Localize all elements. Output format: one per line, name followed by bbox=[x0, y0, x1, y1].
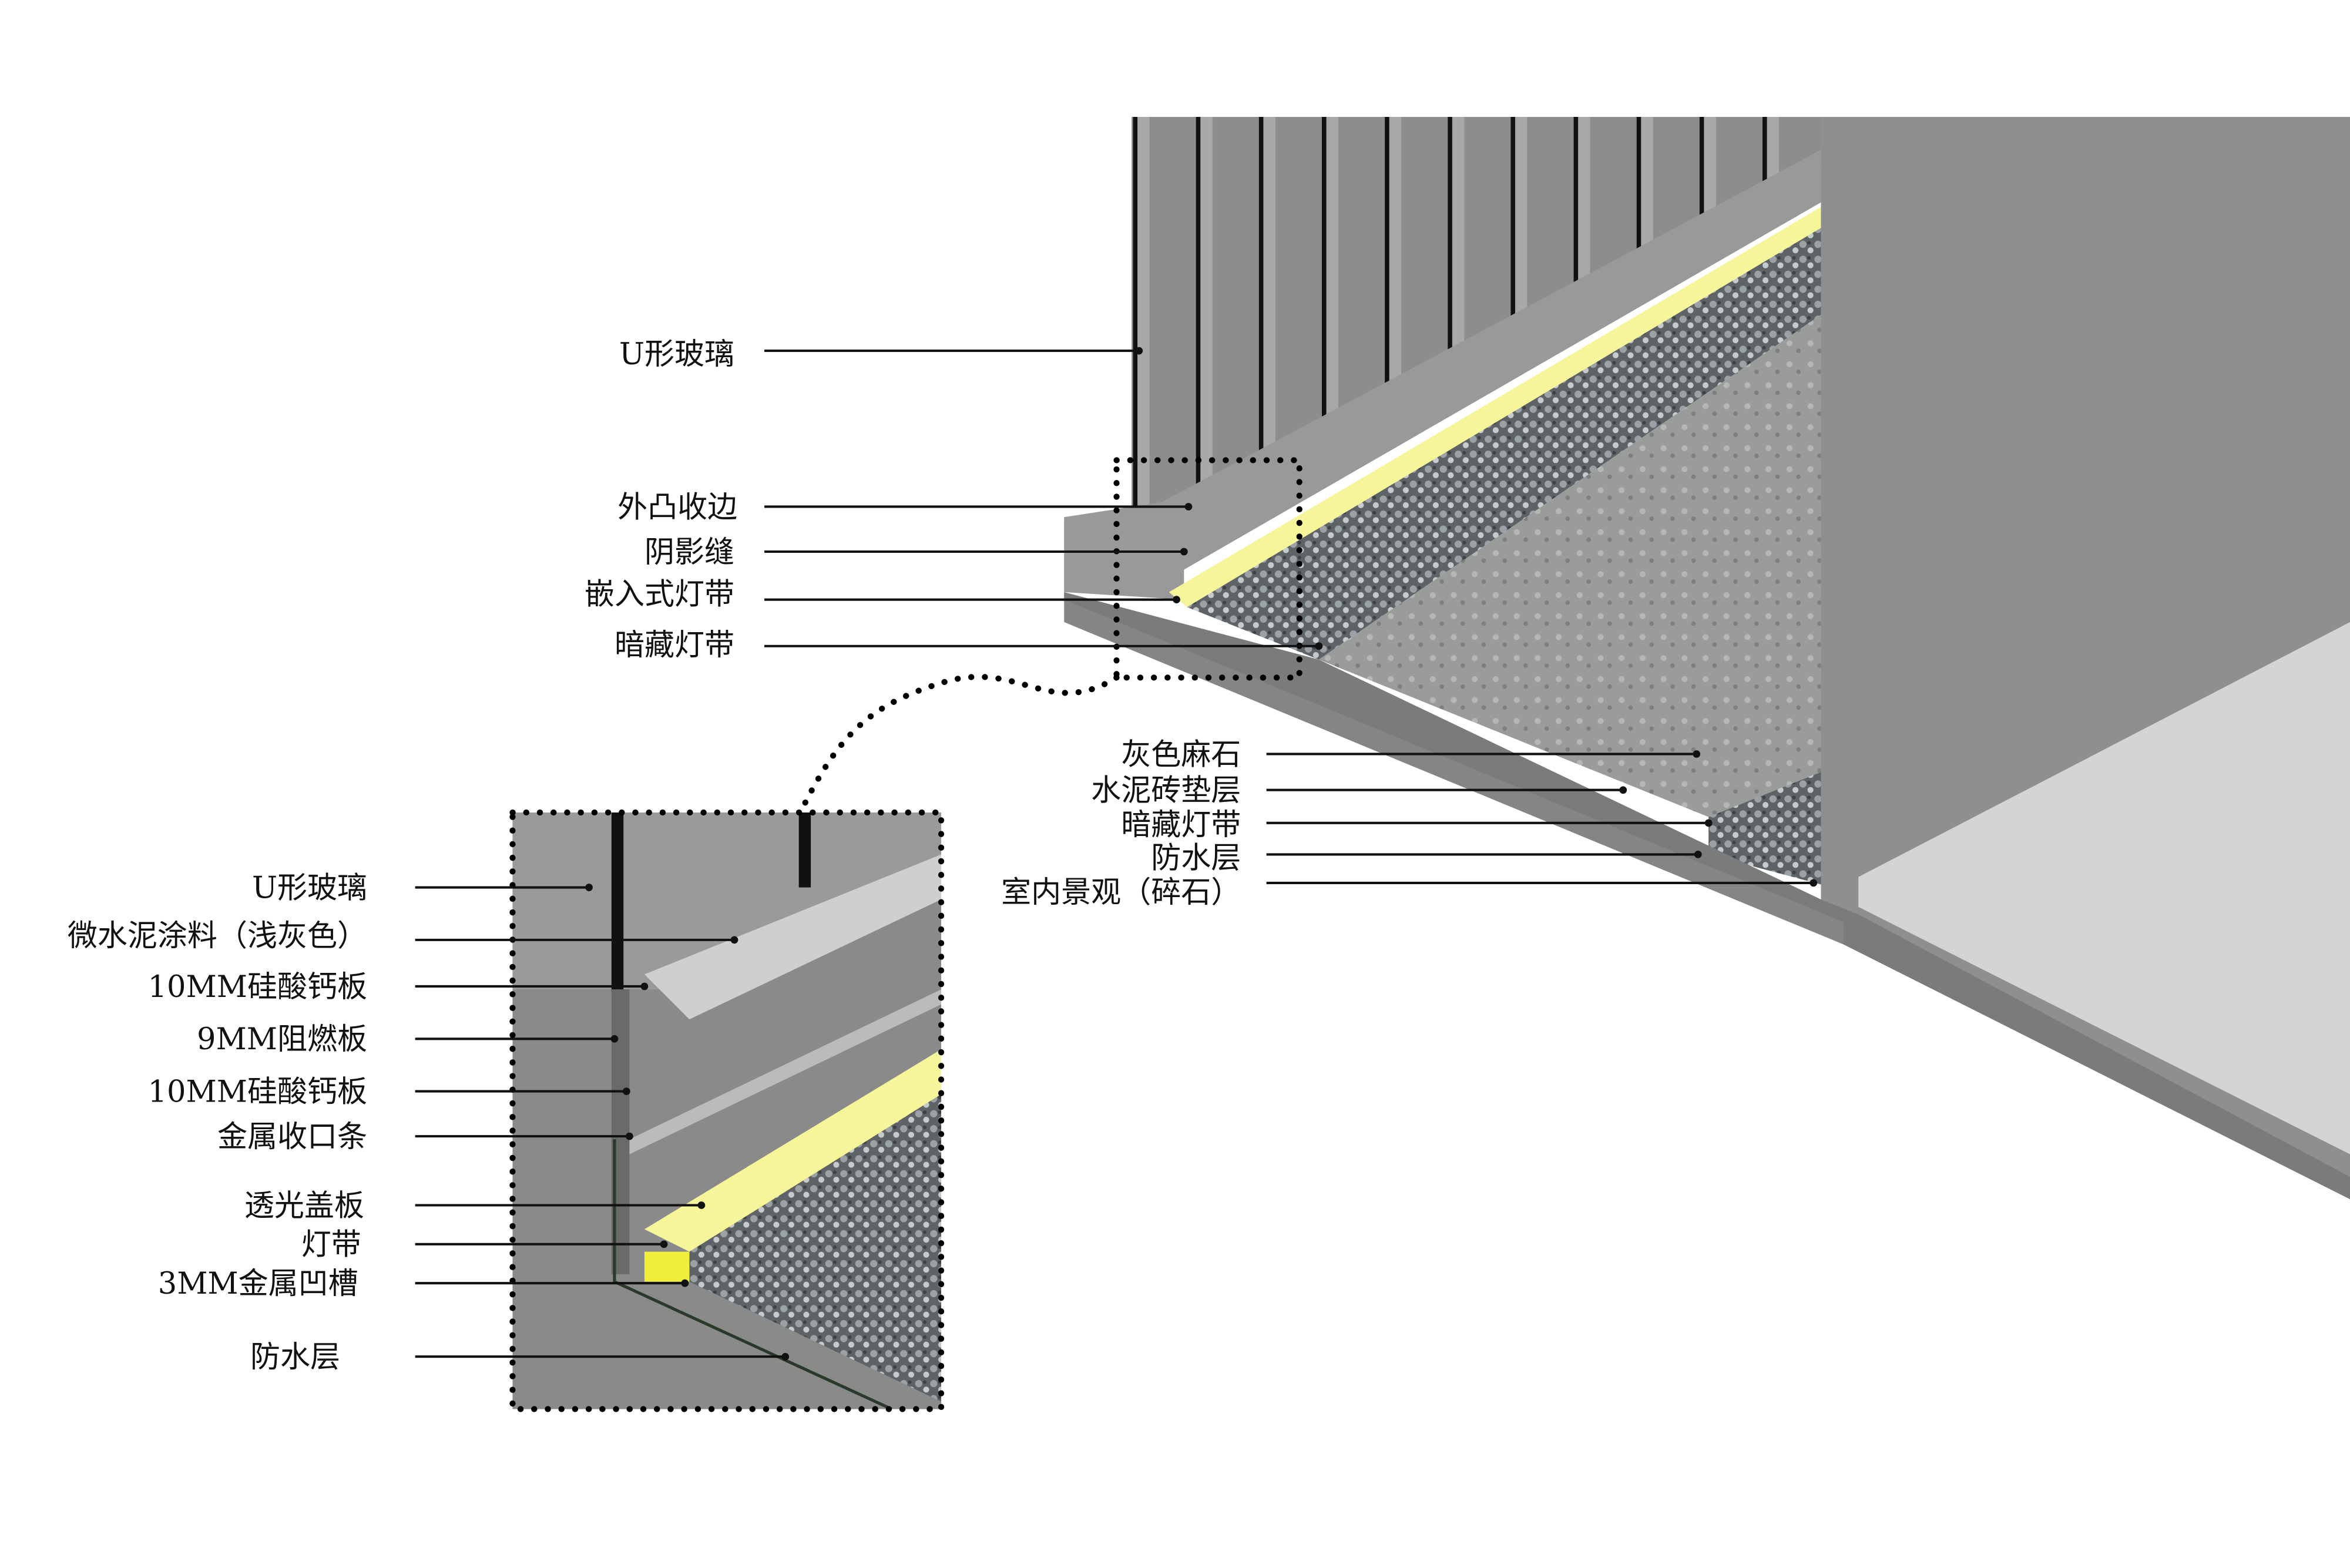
detail-inset bbox=[512, 812, 942, 1411]
callout-label: 暗藏灯带 bbox=[1121, 808, 1241, 842]
callout-label: 透光盖板 bbox=[244, 1188, 364, 1223]
callout-label: 金属收口条 bbox=[217, 1120, 367, 1154]
embedded-light-strip bbox=[1169, 207, 1821, 607]
gravel-bed bbox=[1187, 227, 1821, 660]
callout-label: 防水层 bbox=[250, 1340, 340, 1375]
callout-label: 灰色麻石 bbox=[1121, 737, 1241, 772]
curb bbox=[1064, 150, 1821, 600]
slab-front bbox=[1064, 599, 1844, 945]
callout-label: 3MM金属凹槽 bbox=[158, 1267, 358, 1301]
main-callouts: U形玻璃 外凸收边 阴影缝 嵌入式灯带 暗藏灯带 bbox=[585, 337, 1323, 663]
callout-label: 阴影缝 bbox=[644, 535, 734, 570]
u-glass-wall bbox=[1132, 117, 1821, 510]
callout-label: 嵌入式灯带 bbox=[585, 577, 734, 612]
callout-label: U形玻璃 bbox=[252, 871, 367, 905]
callout-label: 9MM阻燃板 bbox=[197, 1022, 367, 1057]
callout-label: 10MM硅酸钙板 bbox=[148, 1075, 367, 1109]
detail-marker-box bbox=[1113, 457, 1302, 681]
detail-inset-frame bbox=[509, 809, 945, 1412]
callout-label: 外凸收边 bbox=[617, 490, 737, 525]
main-model bbox=[1064, 117, 2350, 1200]
floor-callouts: 灰色麻石 水泥砖垫层 暗藏灯带 防水层 室内景观（碎石） bbox=[1001, 737, 1818, 910]
callout-label: 微水泥涂料（浅灰色） bbox=[68, 919, 367, 953]
detail-callouts: U形玻璃 微水泥涂料（浅灰色） 10MM硅酸钙板 9MM阻燃板 10MM硅酸钙板… bbox=[68, 871, 790, 1375]
detail-connector bbox=[798, 674, 1120, 812]
callout-label: U形玻璃 bbox=[619, 337, 734, 372]
callout-label: 暗藏灯带 bbox=[615, 628, 734, 663]
terrazzo-floor bbox=[1318, 314, 1821, 817]
callout-label: 10MM硅酸钙板 bbox=[148, 970, 367, 1005]
interior-floor bbox=[1858, 622, 2350, 1154]
callout-label: 水泥砖垫层 bbox=[1091, 774, 1241, 808]
callout-label: 防水层 bbox=[1151, 841, 1241, 875]
callout-label: 室内景观（碎石） bbox=[1001, 875, 1241, 910]
callout-label: 灯带 bbox=[301, 1228, 361, 1263]
gravel-bed-lower bbox=[1708, 772, 1821, 885]
